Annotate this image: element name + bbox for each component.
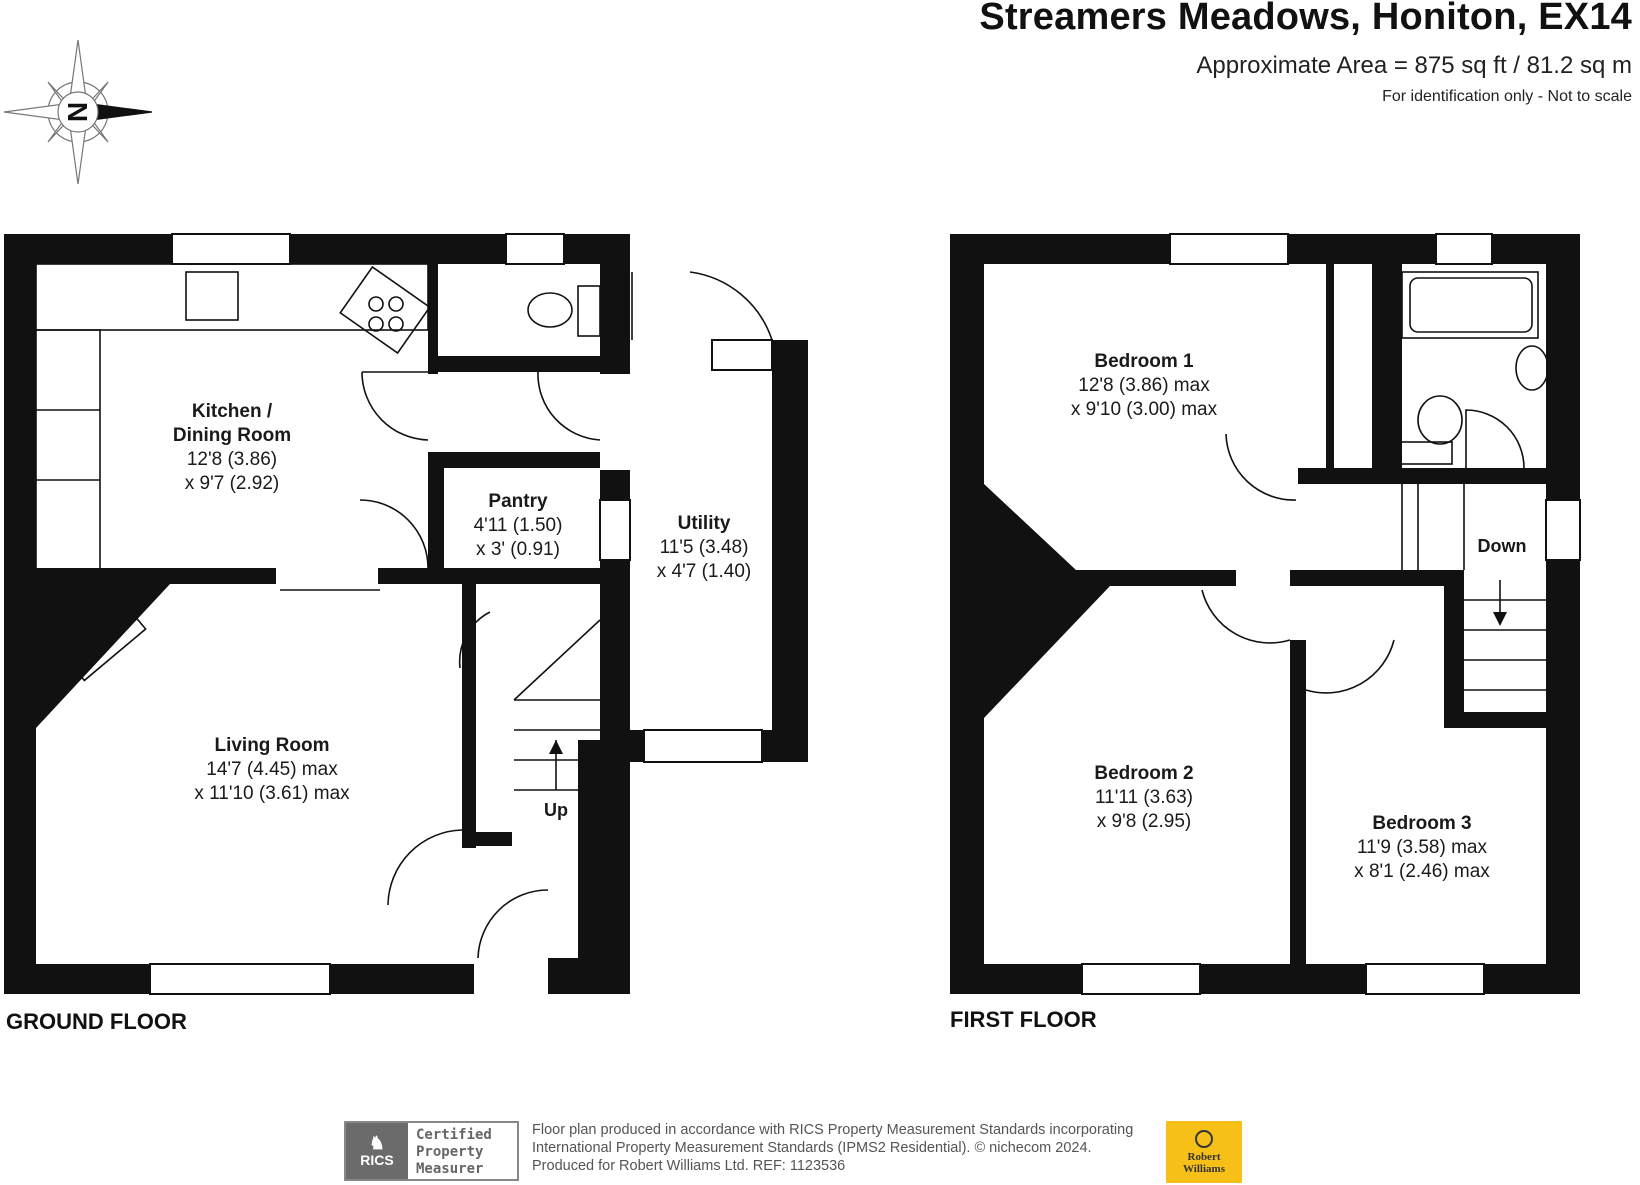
room-dimension: 11'11 (3.63) (1095, 787, 1193, 808)
room-dimension: x 4'7 (1.40) (656, 561, 752, 582)
room-dimension: x 8'1 (2.46) max (1354, 861, 1490, 882)
rics-certified-badge: ♞ RICS Certified Property Measurer (344, 1121, 519, 1181)
approximate-area: Approximate Area = 875 sq ft / 81.2 sq m (1196, 52, 1632, 79)
ground-floor-label: GROUND FLOOR (6, 1009, 187, 1034)
room-name: Dining Room (172, 425, 292, 446)
room-dimension: 12'8 (3.86) max (1078, 375, 1210, 396)
rics-cert-line: Measurer (416, 1161, 484, 1177)
first-floor-plan (950, 233, 1581, 995)
room-dimension: x 9'7 (2.92) (184, 473, 280, 494)
compass-rose (3, 39, 153, 185)
room-bedroom-1: Bedroom 1 12'8 (3.86) max x 9'10 (3.00) … (1071, 350, 1217, 422)
emblem-icon (1195, 1129, 1213, 1148)
room-dimension: x 11'10 (3.61) max (194, 783, 350, 804)
room-dimension: x 9'8 (2.95) (1096, 811, 1192, 832)
room-dimension: 14'7 (4.45) max (206, 759, 338, 780)
room-bedroom-3: Bedroom 3 11'9 (3.58) max x 8'1 (2.46) m… (1354, 812, 1490, 884)
property-title: Streamers Meadows, Honiton, EX14 (979, 0, 1632, 38)
room-dimension: 11'5 (3.48) (659, 537, 749, 558)
room-pantry: Pantry 4'11 (1.50) x 3' (0.91) (474, 490, 563, 562)
compass-north-letter: N (62, 102, 93, 122)
room-dimension: 11'9 (3.58) max (1356, 837, 1488, 858)
room-utility: Utility 11'5 (3.48) x 4'7 (1.40) (657, 512, 751, 584)
room-name: Kitchen / (191, 401, 273, 422)
rics-mark-text: RICS (360, 1152, 394, 1168)
room-name: Bedroom 1 (1094, 351, 1194, 372)
footer-line: Produced for Robert Williams Ltd. REF: 1… (532, 1158, 846, 1174)
room-bedroom-2: Bedroom 2 11'11 (3.63) x 9'8 (2.95) (1094, 762, 1193, 834)
logo-line: Robert (1187, 1150, 1221, 1163)
rics-logo: ♞ RICS (346, 1123, 408, 1179)
footer-disclaimer: Floor plan produced in accordance with R… (532, 1121, 1133, 1175)
logo-line: Williams (1183, 1162, 1225, 1175)
room-dimension: 12'8 (3.86) (186, 449, 278, 470)
room-dimension: x 3' (0.91) (476, 539, 560, 560)
stairs-down-label: Down (1477, 536, 1527, 556)
footer-line: International Property Measurement Stand… (532, 1140, 1092, 1156)
room-name: Living Room (214, 735, 330, 756)
rics-cert-line: Property (416, 1144, 484, 1160)
room-name: Utility (677, 513, 731, 534)
identification-note: For identification only - Not to scale (1382, 88, 1632, 105)
stairs-up-label: Up (544, 800, 568, 820)
room-name: Bedroom 3 (1372, 813, 1472, 834)
ground-floor-plan (4, 233, 808, 995)
footer-line: Floor plan produced in accordance with R… (532, 1122, 1134, 1138)
robert-williams-logo: Robert Williams (1166, 1121, 1242, 1183)
first-floor-label: FIRST FLOOR (950, 1007, 1097, 1032)
rics-cert-text: Certified Property Measurer (408, 1123, 517, 1179)
room-kitchen-dining: Kitchen / Dining Room 12'8 (3.86) x 9'7 … (173, 400, 291, 496)
room-dimension: 4'11 (1.50) (473, 515, 563, 536)
room-dimension: x 9'10 (3.00) max (1070, 399, 1218, 420)
room-name: Pantry (488, 491, 548, 512)
room-name: Bedroom 2 (1094, 763, 1194, 784)
room-living: Living Room 14'7 (4.45) max x 11'10 (3.6… (194, 734, 349, 806)
rics-cert-line: Certified (416, 1127, 492, 1143)
lion-icon: ♞ (368, 1133, 386, 1153)
